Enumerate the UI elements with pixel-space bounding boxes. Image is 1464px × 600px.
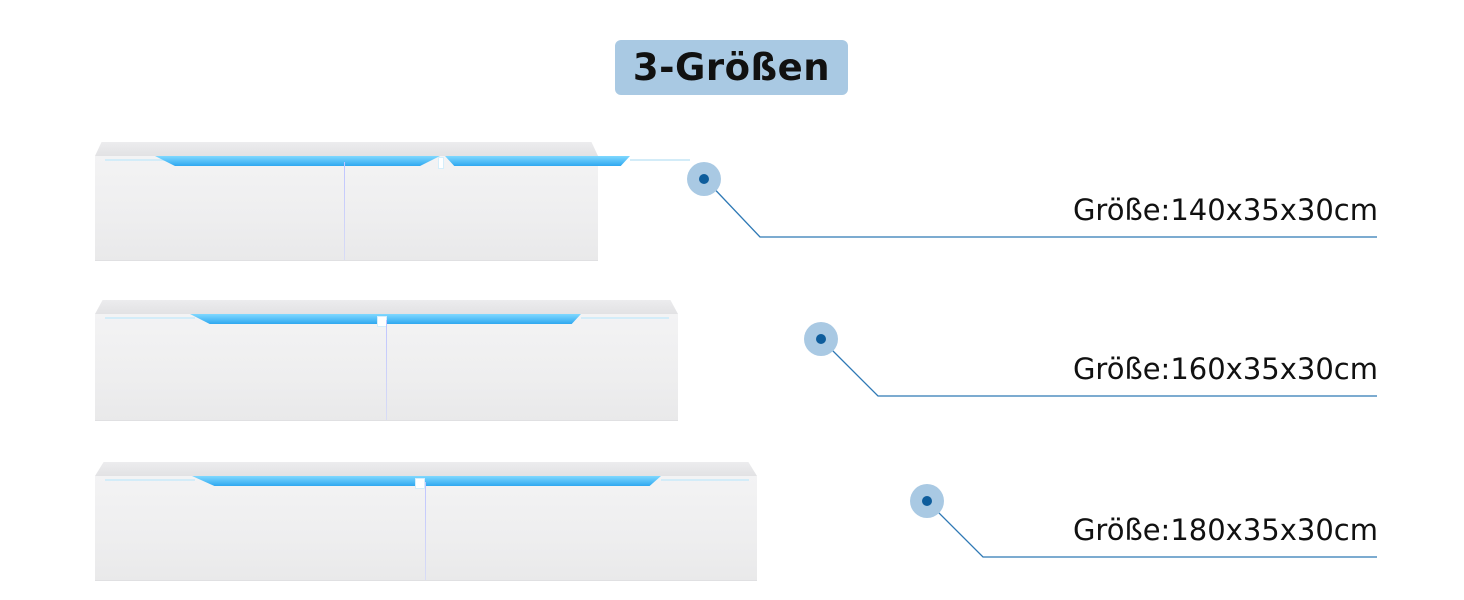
led-connector (415, 478, 425, 489)
led-strip (190, 314, 472, 324)
size-label-180: Größe:180x35x30cm (1072, 513, 1378, 547)
callout-marker (804, 322, 838, 356)
led-connector (438, 157, 444, 169)
tv-cabinet-large (95, 462, 757, 581)
size-label-160: Größe:160x35x30cm (1072, 352, 1378, 386)
callout-marker (687, 162, 721, 196)
led-strip (445, 156, 630, 166)
led-strip (155, 156, 440, 166)
led-strip (395, 314, 581, 324)
leader-line (820, 338, 1377, 397)
door-divider (386, 320, 387, 420)
tv-cabinet-small (95, 142, 690, 261)
door-divider (425, 482, 426, 580)
callout-marker (910, 484, 944, 518)
led-strip (192, 476, 512, 486)
cabinet-front (95, 314, 678, 421)
led-strip (433, 476, 661, 486)
page-title: 3-Größen (615, 40, 848, 95)
tv-cabinet-medium (95, 300, 678, 421)
marker-dot (699, 174, 709, 184)
cabinet-front (95, 476, 757, 581)
cabinet-top (95, 462, 757, 476)
leader-line (704, 178, 1377, 238)
door-divider (344, 162, 345, 260)
cabinet-front (95, 156, 690, 261)
leader-line (926, 500, 1377, 558)
size-label-140: Größe:140x35x30cm (1072, 193, 1378, 227)
marker-dot (816, 334, 826, 344)
cabinet-top (95, 300, 678, 314)
cabinet-top (95, 142, 598, 156)
marker-dot (922, 496, 932, 506)
